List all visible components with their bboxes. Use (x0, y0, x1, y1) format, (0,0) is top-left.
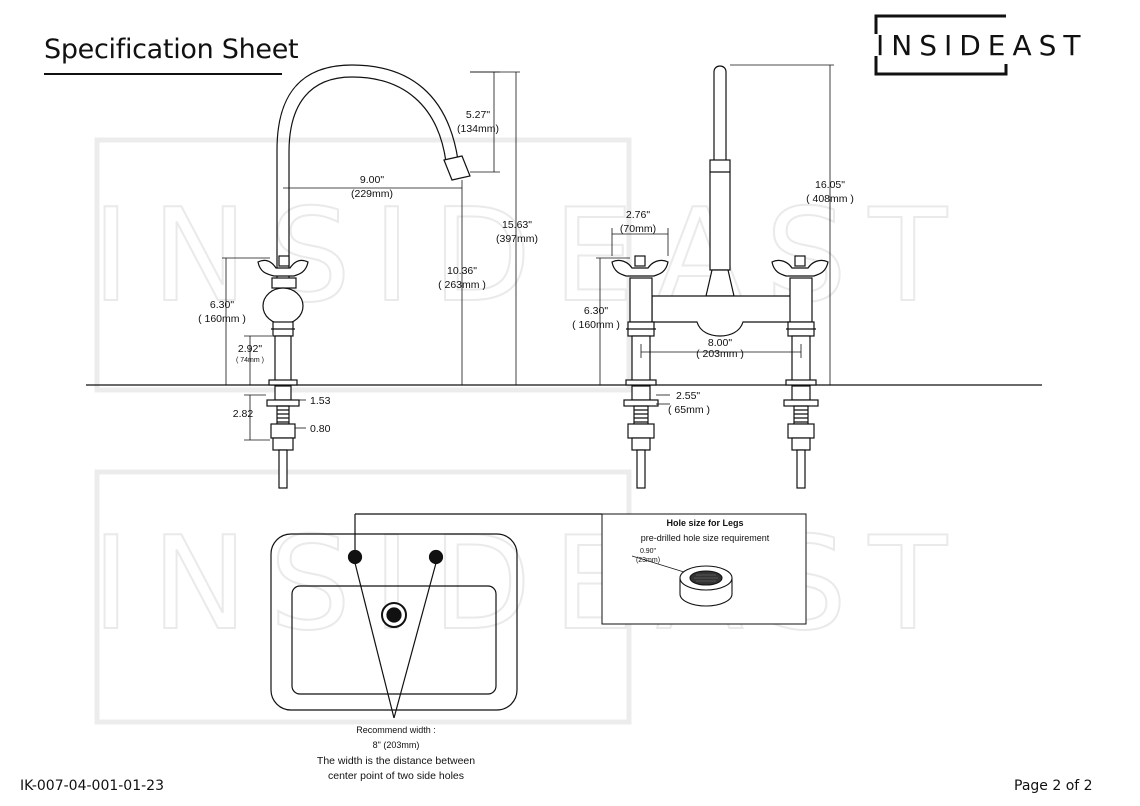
handle-height-inch: 6.30" (210, 299, 234, 311)
document-code: IK-007-04-001-01-23 (20, 778, 164, 794)
page-number: Page 2 of 2 (1014, 778, 1093, 794)
page-title: Specification Sheet (44, 34, 299, 65)
hole-dia-inch: 0.90" (640, 548, 657, 555)
center-spread-inch: 8.00" (708, 337, 732, 349)
title-underline (44, 73, 282, 75)
shank-length: 2.82 (233, 408, 254, 420)
handle-height-mm: ( 160mm ) (198, 313, 246, 325)
front-handle-height-mm: ( 160mm ) (572, 319, 620, 331)
logo-frame-top (874, 14, 1006, 34)
sink-notes: Recommend width : 8" (203mm) The width i… (317, 725, 475, 782)
total-height-mm: (397mm) (496, 233, 538, 245)
front-view-faucet (611, 65, 829, 489)
shank-upper: 1.53 (310, 395, 331, 407)
front-total-height-mm: ( 408mm ) (806, 193, 854, 205)
total-height-inch: 15.63" (502, 219, 532, 231)
watermark-text-bottom: INSIDEAST (92, 510, 969, 659)
shank-lower: 0.80 (310, 423, 331, 435)
flange-mm: ( 65mm ) (668, 404, 710, 416)
recommend-width-value: 8" (203mm) (373, 740, 420, 750)
hole-size-box: Hole size for Legs pre-drilled hole size… (601, 513, 807, 625)
front-handle-height-inch: 6.30" (584, 305, 608, 317)
logo-frame-bottom (874, 56, 1008, 76)
side-view-dim-labels: 5.27" (134mm) 9.00" (229mm) 15.63" (397m… (198, 109, 538, 435)
spout-reach-inch: 9.00" (360, 174, 384, 186)
logo-text: INSIDEAST (876, 29, 1088, 62)
brand-logo: INSIDEAST (874, 14, 1088, 76)
front-total-height-inch: 16.05" (815, 179, 845, 191)
side-view-faucet (257, 64, 471, 489)
spout-drop-inch: 5.27" (466, 109, 490, 121)
front-view-dim-labels: 16.05" ( 408mm ) 2.76" (70mm) 6.30" ( 16… (572, 179, 854, 416)
spout-reach-mm: (229mm) (351, 188, 393, 200)
front-view-dimensions (596, 64, 834, 405)
hole-box-title: Hole size for Legs (666, 518, 743, 528)
spout-clearance-mm: ( 263mm ) (438, 279, 486, 291)
side-view-dimensions (222, 71, 520, 441)
hole-ring-icon (631, 555, 733, 607)
spout-clearance-inch: 10.36" (447, 265, 477, 277)
base-height-mm: ( 74mm ) (236, 357, 264, 364)
width-note-line1: The width is the distance between (317, 755, 475, 767)
spout-drop-mm: (134mm) (457, 123, 499, 135)
hole-dia-mm: (23mm) (636, 557, 660, 564)
flange-inch: 2.55" (676, 390, 700, 402)
sink-plan (270, 513, 602, 719)
handle-width-mm: (70mm) (620, 223, 656, 235)
hole-box-subtitle: pre-drilled hole size requirement (641, 533, 770, 543)
base-height-inch: 2.92" (238, 343, 262, 355)
width-note-line2: center point of two side holes (328, 770, 464, 782)
center-spread-mm: ( 203mm ) (696, 348, 744, 360)
recommend-width-label: Recommend width : (356, 725, 436, 735)
handle-width-inch: 2.76" (626, 209, 650, 221)
